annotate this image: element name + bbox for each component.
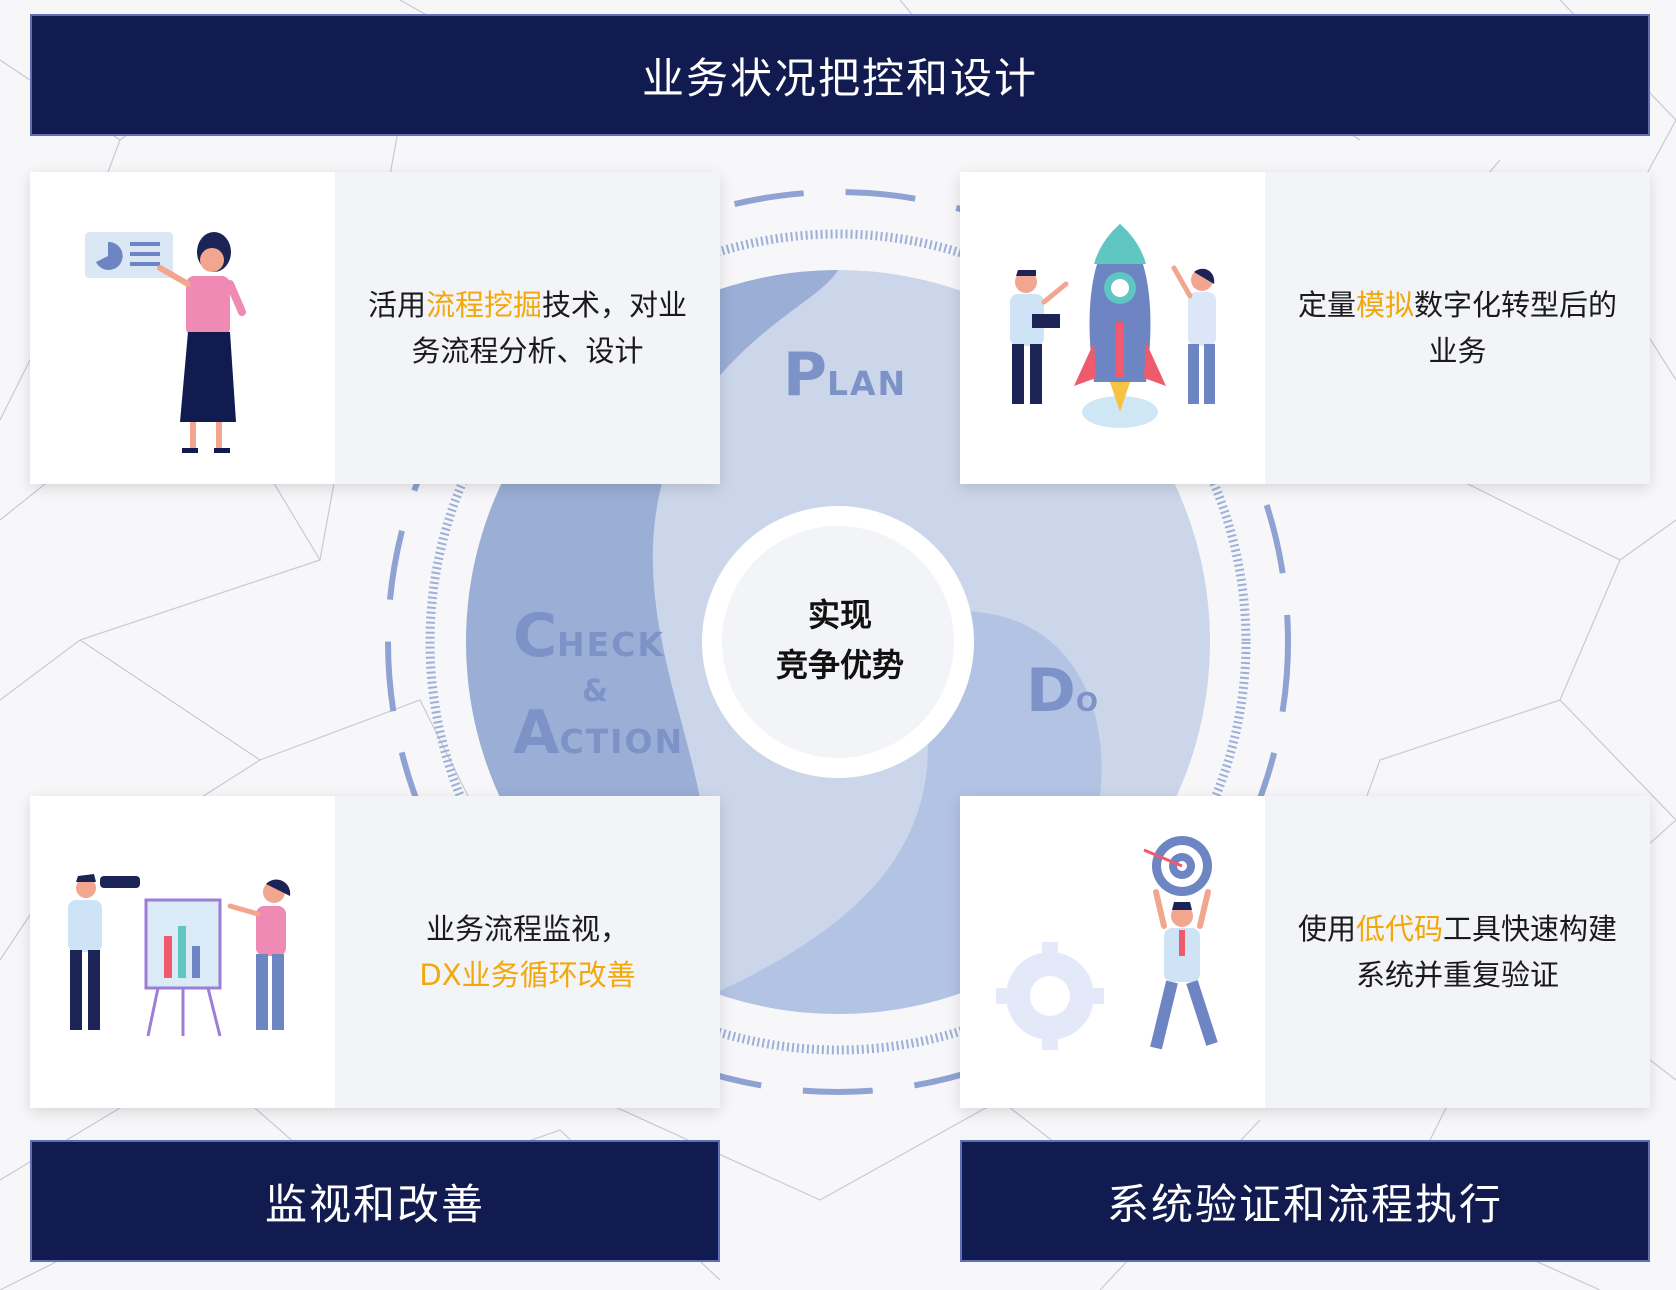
check-initial: C [513, 601, 558, 671]
check-rest: HECK [557, 625, 665, 664]
do-rest: O [1075, 688, 1100, 718]
rocket-launch-team-icon [960, 172, 1265, 484]
bl-line1: 业务流程监视， [425, 912, 629, 946]
center-core [722, 526, 954, 758]
telescope-presentation-board-icon [30, 796, 335, 1108]
plan-label: PLAN [783, 340, 907, 410]
bl-line2-highlight: DX业务循环改善 [419, 958, 636, 992]
tl-line1-pre: 活用 [367, 288, 426, 322]
card-plan-design: 活用流程挖掘技术，对业 务流程分析、设计 [30, 172, 720, 484]
card-lowcode-text: 使用低代码工具快速构建 系统并重复验证 [1265, 796, 1650, 1108]
br-line2: 系统并重复验证 [1355, 958, 1559, 992]
card-monitoring-text: 业务流程监视， DX业务循环改善 [335, 796, 720, 1108]
tr-line1-post: 数字化转型后的 [1414, 288, 1618, 322]
plan-initial: P [783, 340, 827, 410]
do-label: DO [1026, 656, 1100, 726]
action-rest: CTION [559, 722, 685, 761]
bottom-left-banner-title: 监视和改善 [264, 1179, 485, 1229]
card-simulation: 定量模拟数字化转型后的 业务 [960, 172, 1650, 484]
top-banner-title: 业务状况把控和设计 [641, 53, 1038, 103]
tl-line1-highlight: 流程挖掘 [425, 288, 542, 322]
center-line1: 实现 [807, 596, 872, 634]
tl-line2: 务流程分析、设计 [411, 334, 644, 368]
outer-dashed-ring [385, 189, 1291, 1095]
do-initial: D [1026, 656, 1076, 726]
tr-line1-pre: 定量 [1297, 288, 1356, 322]
card-monitoring: 业务流程监视， DX业务循环改善 [30, 796, 720, 1108]
bottom-right-banner: 系统验证和流程执行 [960, 1140, 1650, 1262]
hatched-ring [425, 229, 1251, 1055]
action-initial: A [513, 698, 560, 768]
tl-line1-post: 技术，对业 [542, 288, 688, 322]
woman-presenting-chart-icon [30, 172, 335, 484]
check-action-label: CHECK & ACTION [513, 606, 685, 776]
check-action-segment [466, 270, 838, 1000]
card-simulation-text: 定量模拟数字化转型后的 业务 [1265, 172, 1650, 484]
br-line1-highlight: 低代码 [1355, 912, 1443, 946]
center-line2: 竞争优势 [775, 646, 904, 684]
bottom-left-banner: 监视和改善 [30, 1140, 720, 1262]
br-line1-post: 工具快速构建 [1443, 912, 1618, 946]
ampersand: & [581, 674, 609, 709]
tr-line2: 业务 [1428, 334, 1487, 368]
card-lowcode: 使用低代码工具快速构建 系统并重复验证 [960, 796, 1650, 1108]
plan-rest: LAN [826, 364, 908, 403]
bottom-right-banner-title: 系统验证和流程执行 [1106, 1179, 1503, 1229]
tr-line1-highlight: 模拟 [1355, 288, 1414, 322]
br-line1-pre: 使用 [1297, 912, 1356, 946]
center-label: 实现 竞争优势 [740, 590, 940, 690]
top-banner: 业务状况把控和设计 [30, 14, 1650, 136]
card-plan-design-text: 活用流程挖掘技术，对业 务流程分析、设计 [335, 172, 720, 484]
target-and-gear-icon [960, 796, 1265, 1108]
